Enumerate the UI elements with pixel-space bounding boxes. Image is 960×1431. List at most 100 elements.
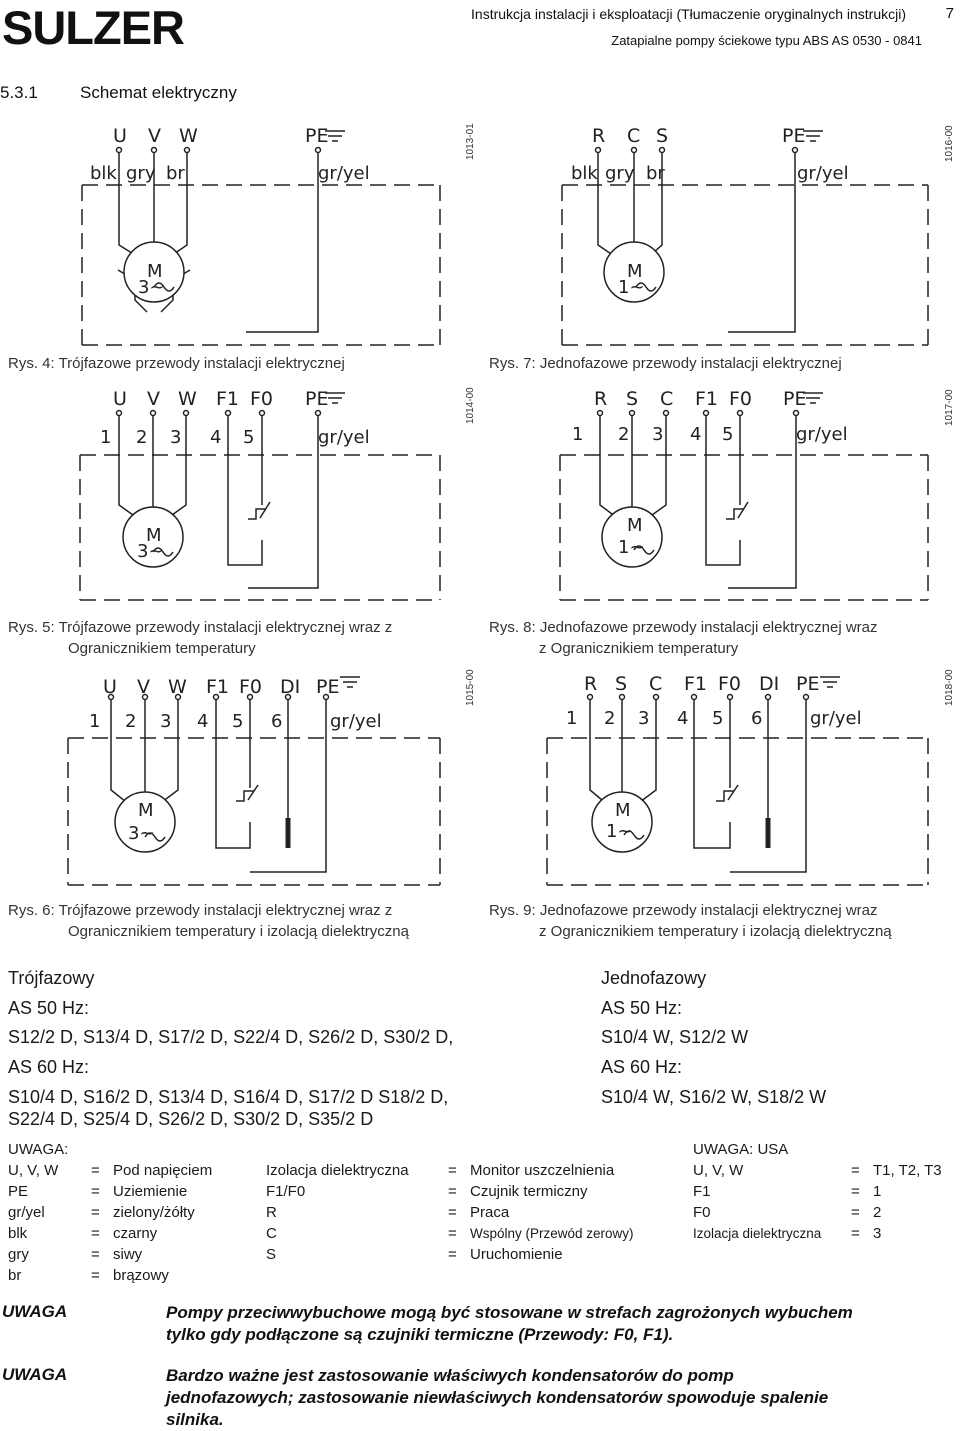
legend-key: br (8, 1267, 22, 1284)
caption-line: Ogranicznikiem temperatury i izolacją di… (68, 923, 409, 940)
terminal-number: 4 (677, 708, 688, 729)
legend-value: zielony/żółty (113, 1204, 195, 1221)
legend-value: brązowy (113, 1267, 169, 1284)
three-phase-50hz-list: S12/2 D, S13/4 D, S17/2 D, S22/4 D, S26/… (8, 1027, 454, 1047)
legend-key: F1/F0 (266, 1183, 306, 1200)
page-number: 7 (945, 5, 954, 22)
legend-key: U, V, W (8, 1162, 59, 1179)
single-phase-60hz-label: AS 60 Hz: (601, 1057, 683, 1077)
caption-rys8: Rys. 8: Jednofazowe przewody instalacji … (489, 617, 878, 659)
legend-key: R (266, 1204, 277, 1221)
warning-text: Bardzo ważne jest zastosowanie właściwyc… (166, 1365, 956, 1431)
legend-value: 1 (873, 1183, 882, 1200)
warning-line: Pompy przeciwwybuchowe mogą być stosowan… (166, 1303, 853, 1322)
warning-label: UWAGA (2, 1302, 68, 1321)
legend-eq: = (91, 1246, 100, 1263)
terminal-number: 1 (566, 708, 577, 729)
legend-value: Czujnik termiczny (470, 1183, 588, 1200)
terminal-number: 3 (170, 427, 181, 448)
legend-value: 2 (873, 1204, 882, 1221)
caption-line: z Ogranicznikiem temperatury i izolacją … (539, 923, 892, 940)
diagram-rys8 (559, 409, 929, 601)
wire-color-label: gr/yel (330, 711, 382, 732)
motor-label: M (138, 800, 154, 821)
diagram-code: 1017-00 (944, 389, 955, 426)
terminal-label: S (656, 125, 668, 147)
wire-color-label: gr/yel (810, 708, 862, 729)
terminal-number: 5 (243, 427, 254, 448)
terminal-label: W (178, 388, 197, 410)
motor-phase-label: 1~ (618, 537, 645, 558)
legend-key: Izolacja dielektryczna (266, 1162, 409, 1179)
legend-key: C (266, 1225, 277, 1242)
terminal-label: R (584, 673, 597, 695)
legend-eq: = (448, 1204, 457, 1221)
ground-icon (803, 130, 823, 142)
motor-label: M (615, 800, 631, 821)
legend-value: Wspólny (Przewód zerowy) (470, 1226, 634, 1241)
pe-label: PE (305, 125, 328, 147)
section-number: 5.3.1 (0, 83, 38, 102)
wire-color-label: br (646, 163, 665, 184)
single-phase-50hz-list: S10/4 W, S12/2 W (601, 1027, 749, 1047)
caption-line: Rys. 6: Trójfazowe przewody instalacji e… (8, 902, 393, 919)
warning-line: jednofazowych; zastosowanie niewłaściwyc… (166, 1388, 829, 1407)
three-phase-60hz-list: S10/4 D, S16/2 D, S13/4 D, S16/4 D, S17/… (8, 1087, 449, 1107)
wire-color-label: br (166, 163, 185, 184)
diagram-rys7 (561, 146, 929, 346)
warning-line: tylko gdy podłączone są czujniki termicz… (166, 1325, 674, 1344)
terminal-number: 3 (160, 711, 171, 732)
terminal-label: C (627, 125, 640, 147)
legend-key: gry (8, 1246, 29, 1263)
pe-label: PE (316, 676, 339, 698)
legend-usa-title: UWAGA: USA (693, 1141, 789, 1158)
caption-line: Rys. 5: Trójfazowe przewody instalacji e… (8, 619, 393, 636)
terminal-label: R (594, 388, 607, 410)
motor-label: M (627, 515, 643, 536)
three-phase-50hz-label: AS 50 Hz: (8, 998, 90, 1018)
terminal-number: 2 (136, 427, 147, 448)
caption-line: Ogranicznikiem temperatury (68, 640, 256, 657)
legend-eq: = (91, 1267, 100, 1284)
terminal-label: F1 (684, 673, 707, 695)
single-phase-60hz-list: S10/4 W, S16/2 W, S18/2 W (601, 1087, 827, 1107)
legend-value: Praca (470, 1204, 510, 1221)
caption-rys7: Rys. 7: Jednofazowe przewody instalacji … (489, 355, 842, 372)
ac-wave-icon (152, 547, 174, 557)
legend-eq: = (91, 1225, 100, 1242)
terminal-number: 4 (197, 711, 208, 732)
single-phase-title: Jednofazowy (601, 968, 707, 988)
terminal-number: 2 (604, 708, 615, 729)
legend-value: 3 (873, 1225, 882, 1242)
terminal-number: 2 (618, 424, 629, 445)
ground-icon (325, 392, 345, 404)
legend-eq: = (851, 1162, 860, 1179)
motor-phase-label: 3~ (138, 277, 165, 298)
ac-wave-icon (633, 545, 655, 555)
terminal-number: 4 (210, 427, 221, 448)
terminal-number: 5 (722, 424, 733, 445)
caption-rys6: Rys. 6: Trójfazowe przewody instalacji e… (8, 900, 409, 942)
motor-phase-label: 1~ (606, 821, 633, 842)
terminal-label: U (113, 388, 127, 410)
legend-value: czarny (113, 1225, 158, 1242)
diagram-code: 1013-01 (465, 123, 476, 160)
diagram-code: 1018-00 (944, 669, 955, 706)
legend-eq: = (91, 1162, 100, 1179)
legend-value: siwy (113, 1246, 143, 1263)
terminal-label: F1 (206, 676, 229, 698)
terminal-label: U (113, 125, 127, 147)
caption-line: Rys. 8: Jednofazowe przewody instalacji … (489, 619, 878, 636)
legend-eq: = (448, 1246, 457, 1263)
legend-eq: = (448, 1162, 457, 1179)
three-phase-60hz-list: S22/4 D, S25/4 D, S26/2 D, S30/2 D, S35/… (8, 1109, 374, 1129)
wire-color-label: blk (90, 163, 117, 184)
terminal-label: F0 (239, 676, 262, 698)
legend-key: S (266, 1246, 277, 1263)
terminal-label: C (649, 673, 662, 695)
terminal-label: U (103, 676, 117, 698)
legend-key: F0 (693, 1204, 711, 1221)
terminal-label: S (626, 388, 638, 410)
legend-key: F1 (693, 1183, 711, 1200)
